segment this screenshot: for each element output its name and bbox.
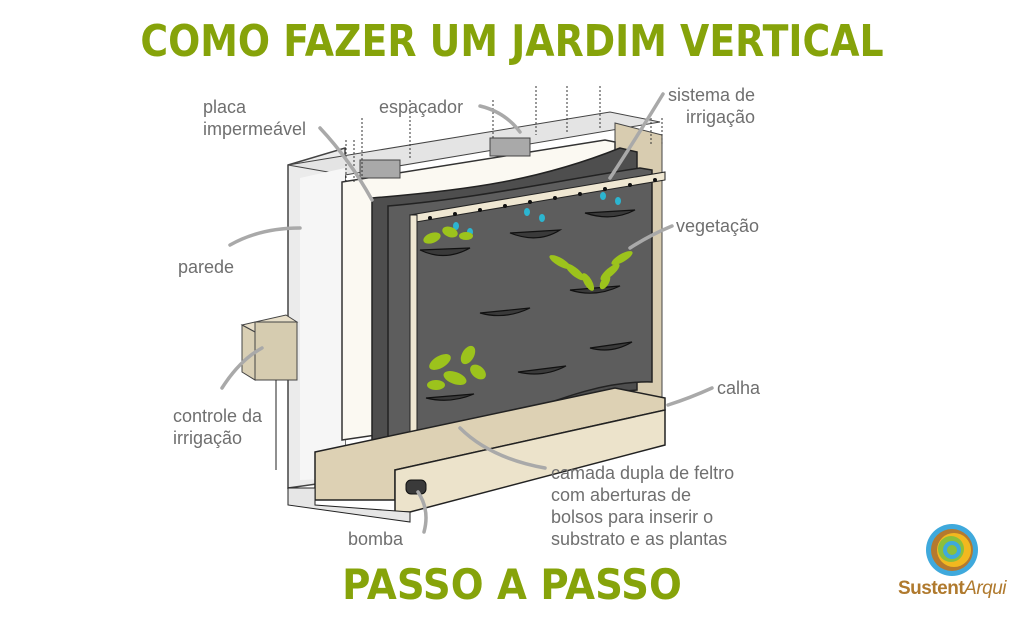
logo-brand-light: Arqui <box>964 578 1007 599</box>
logo-brand-bold: Sustent <box>897 578 965 599</box>
label-calha: calha <box>717 378 761 398</box>
label-placa-impermeavel: placa impermeável <box>203 97 307 139</box>
plants <box>423 226 633 390</box>
page-subtitle: PASSO A PASSO <box>342 560 682 609</box>
label-camada-feltro: camada dupla de feltro com aberturas de … <box>551 463 735 549</box>
label-bomba: bomba <box>348 529 404 549</box>
label-parede: parede <box>178 257 235 277</box>
spacer-brackets <box>359 137 531 179</box>
label-sistema-irrigacao: sistema de irrigação <box>668 85 756 127</box>
sustentarqui-logo: SustentArqui <box>888 522 1016 608</box>
irrigation-control-box <box>240 314 299 470</box>
label-controle-irrigacao: controle da irrigação <box>173 406 263 448</box>
irrigation-pipe <box>409 171 666 491</box>
label-espacador: espaçador <box>379 97 464 117</box>
callout-arrows <box>220 92 714 534</box>
gutter <box>287 387 666 523</box>
pump <box>405 479 427 495</box>
spiral-logo-icon <box>926 524 978 576</box>
felt-pockets <box>419 209 636 401</box>
page-title: COMO FAZER UM JARDIM VERTICAL <box>140 16 884 67</box>
water-drops <box>453 192 621 236</box>
label-vegetacao: vegetação <box>676 216 760 236</box>
logo-wordmark: SustentArqui <box>888 578 1016 600</box>
